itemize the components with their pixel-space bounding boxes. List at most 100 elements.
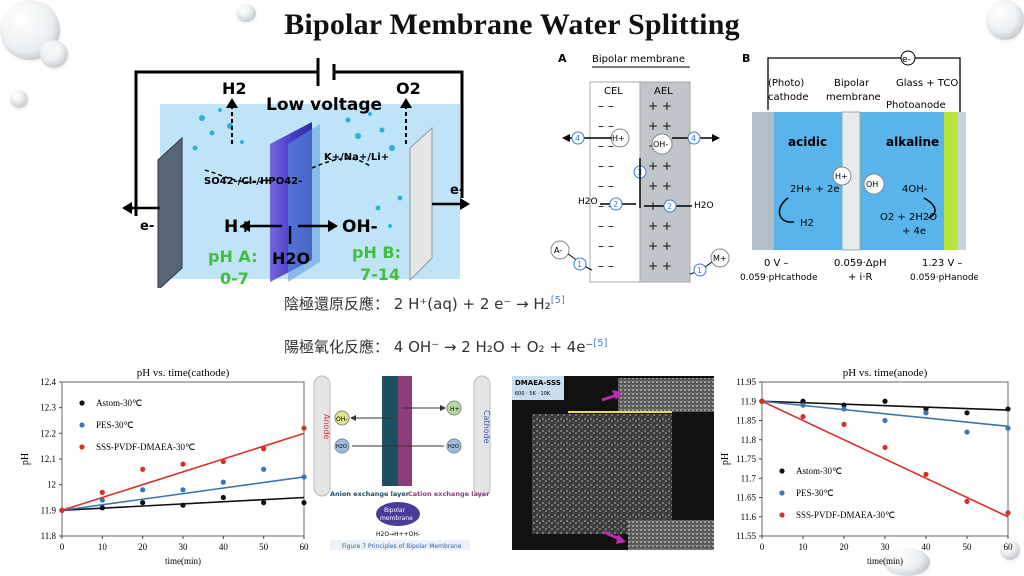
reference-marker: [5] [550,295,565,306]
y-tick-label: 11.9 [41,505,57,515]
data-point [882,398,888,404]
water-drop [40,40,68,68]
data-point [923,471,929,477]
x-tick-label: 40 [219,542,229,552]
data-point [99,497,105,503]
glass-label: Glass + TCO [896,78,958,89]
legend-label: Astom-30℃ [796,466,842,476]
voltage-1b: 0.059·pHcathode [740,273,818,283]
h2-label: H2 [222,79,247,98]
svg-text:2: 2 [613,200,618,209]
data-point [301,425,307,431]
bipolar-principle-diagram: Anode Cathode OH- H+ H2O H2O Anion excha… [313,375,491,550]
cation-layer-label: Cation exchange layer [408,490,490,498]
cathode-equation-text: 2 H⁺(aq) + 2 e⁻ → H₂ [393,295,551,313]
y-axis-label: pH [20,453,31,465]
svg-text:– –: – – [598,99,614,113]
slide-title: Bipolar Membrane Water Splitting [284,8,740,41]
water-label: H2O [272,249,310,268]
o2-label: O2 [396,79,421,98]
legend-marker [79,422,85,428]
water-drop [236,4,256,22]
water-drop [1000,540,1020,560]
data-point [800,402,806,408]
svg-text:+ +: + + [648,119,672,133]
sem-subheader: 600 · 5K · 10K [515,391,551,397]
svg-text:2: 2 [667,202,672,211]
chart-ph-cathode: pH vs. time(cathode)11.811.91212.112.212… [20,367,309,566]
svg-text:4: 4 [575,134,580,143]
reference-marker: [5] [593,338,608,349]
x-tick-label: 50 [963,542,973,552]
svg-text:+ +: + + [648,219,672,233]
panel-a-label: A [558,52,567,65]
data-point [800,398,806,404]
data-point [964,410,970,416]
cathode-equation: 陰極還原反應： 2 H⁺(aq) + 2 e⁻ → H₂[5] [284,293,565,314]
cel-label: CEL [604,86,623,97]
data-point [261,466,267,472]
y-tick-label: 12.3 [40,403,56,413]
sem-header: DMAEA-SSS [515,379,561,387]
x-tick-label: 40 [922,542,932,552]
water-drop [986,0,1024,40]
acidic-label: acidic [788,135,827,149]
cations-label: K+/Na+/Li+ [324,152,389,163]
y-tick-label: 12.1 [40,454,56,464]
oh-bubble: OH- [336,416,347,423]
svg-text:– –: – – [598,239,614,253]
voltage-3b: 0.059·pHanode [910,273,978,283]
data-point [301,474,307,480]
svg-text:+ +: + + [648,259,672,273]
cathode-equation-label: 陰極還原反應： [284,295,390,313]
svg-text:+ +: + + [648,159,672,173]
y-tick-label: 11.65 [736,493,756,503]
water-drop [10,90,28,108]
x-tick-label: 0 [60,542,65,552]
bipolar-label-2: membrane [380,515,413,522]
x-tick-label: 20 [840,542,850,552]
electrolysis-diagram: H2 O2 Low voltage SO42-/Cl-/HPO42- K+/Na… [122,58,470,288]
chart-ph-anode: pH vs. time(anode)11.5511.611.6511.711.7… [720,367,1013,566]
y-tick-label: 11.9 [741,396,757,406]
data-point [841,406,847,412]
legend-marker [779,490,785,496]
data-point [841,402,847,408]
ph-a-label: pH A: [208,247,258,266]
h2o-right-bubble: H2O [448,444,459,450]
anode-equation: 陽極氧化反應： 4 OH⁻ → 2 H₂O + O₂ + 4e⁻[5] [284,336,608,357]
sem-micrograph: DMAEA-SSS 600 · 5K · 10K [512,376,714,550]
legend-label: Astom-30℃ [96,398,142,408]
data-point [180,487,186,493]
trend-line [61,476,305,512]
panel-a-hplus: H+ [612,134,625,143]
chart-title: pH vs. time(anode) [843,367,928,379]
svg-text:+ +: + + [648,179,672,193]
x-tick-label: 50 [259,542,269,552]
y-tick-label: 12.2 [40,428,56,438]
panel-a-ohminus: OH- [653,140,668,149]
h2o-left-bubble: H2O [336,444,347,450]
legend-label: SSS-PVDF-DMAEA-30℃ [96,442,195,452]
y-axis-label: pH [720,453,731,465]
svg-text:– –: – – [598,159,614,173]
voltage-2a: 0.059·ΔpH [834,258,887,269]
ael-label: AEL [654,86,673,97]
data-point [220,479,226,485]
svg-text:– –: – – [598,259,614,273]
trend-line [761,400,1009,518]
panel-a-header: Bipolar membrane [592,54,685,65]
cathode-product: H2 [800,218,814,229]
figure-caption: Figure 7 Principles of Bipolar Membrane [342,543,462,550]
legend-label: PES-30℃ [796,488,834,498]
x-tick-label: 0 [760,542,765,552]
panel-a-h2o-left: H2O [578,197,598,207]
panel-b-eminus: e- [902,55,911,65]
data-point [220,458,226,465]
data-point [261,446,267,452]
photocathode-label: (Photo) [768,78,804,89]
panel-a-h2o-right: H2O [694,201,714,211]
y-tick-label: 11.8 [41,531,57,541]
y-tick-label: 11.8 [741,435,757,445]
anions-label: SO42-/Cl-/HPO42- [204,176,302,187]
